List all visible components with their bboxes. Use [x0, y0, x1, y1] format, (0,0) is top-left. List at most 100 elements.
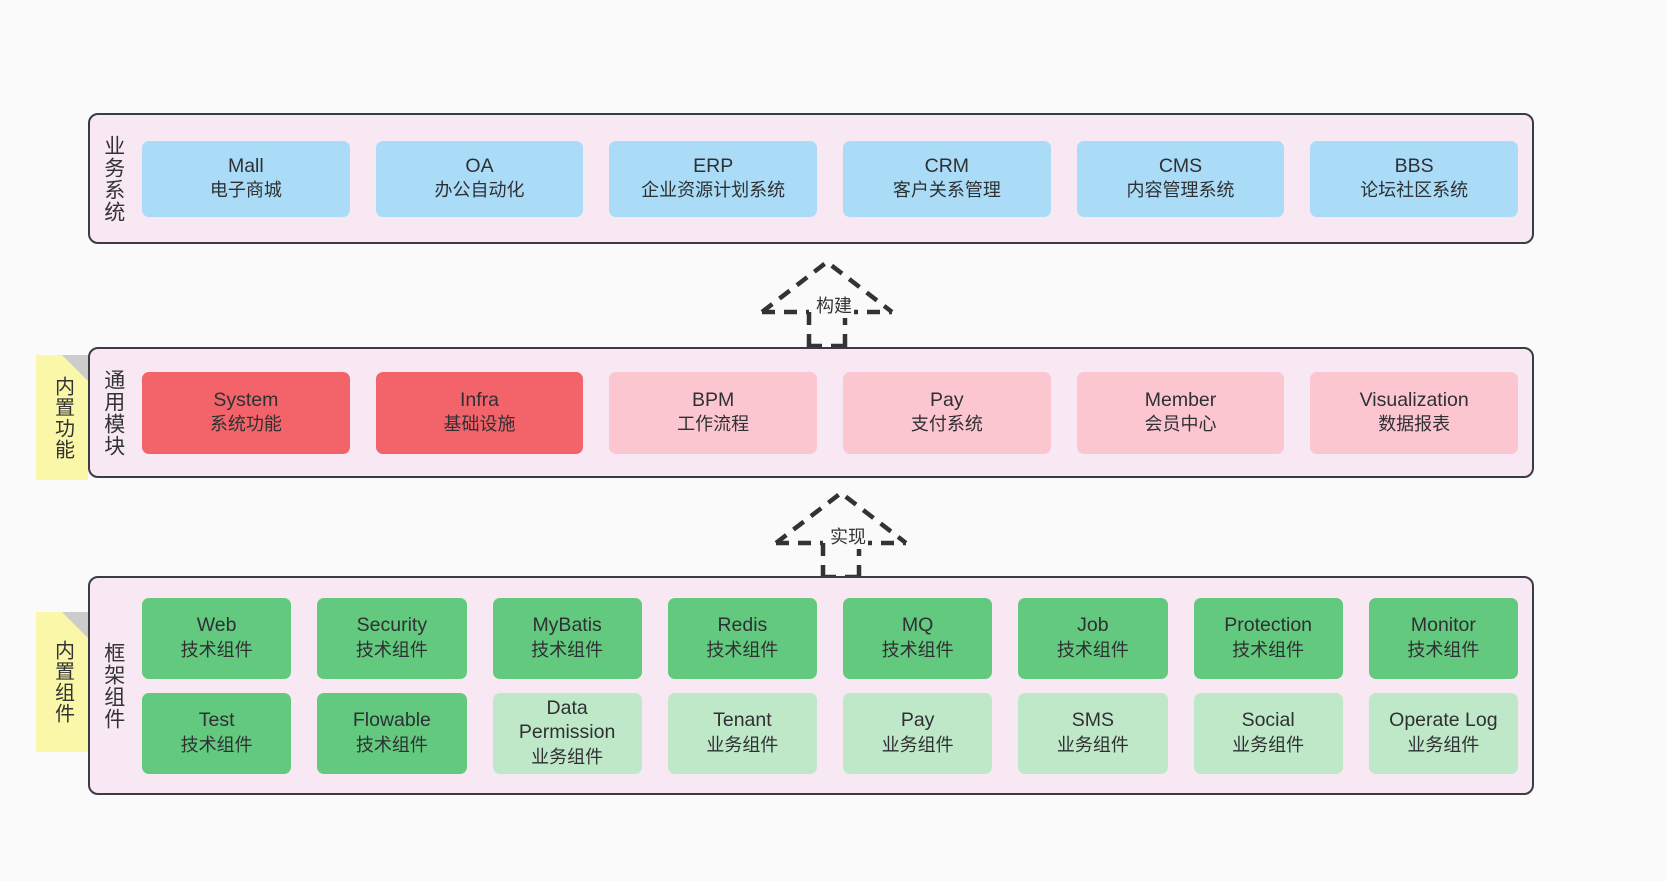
cell-row: Web 技术组件 Security 技术组件 MyBatis 技术组件 Redi…	[142, 597, 1518, 679]
component-redis[interactable]: Redis 技术组件	[667, 597, 817, 679]
relation-label-implement: 实现	[828, 523, 868, 549]
layer-common-modules: 通用模块 System 系统功能 Infra 基础设施 BPM 工作流程 Pay…	[88, 347, 1534, 478]
module-title: Mall	[227, 154, 264, 177]
module-mall[interactable]: Mall 电子商城	[142, 140, 350, 217]
component-title: MQ	[901, 614, 934, 637]
module-oa[interactable]: OA 办公自动化	[375, 140, 584, 217]
component-web[interactable]: Web 技术组件	[142, 597, 292, 679]
note-text: 内置组件	[51, 640, 74, 724]
component-title: Data Permission	[518, 697, 616, 744]
component-title: Protection	[1224, 614, 1313, 637]
component-test[interactable]: Test 技术组件	[142, 692, 292, 774]
module-subtitle: 企业资源计划系统	[641, 180, 786, 201]
component-protection[interactable]: Protection 技术组件	[1193, 597, 1343, 679]
component-subtitle: 技术组件	[881, 639, 954, 660]
note-text: 内置功能	[51, 375, 74, 460]
component-operate-log[interactable]: Operate Log 业务组件	[1368, 692, 1518, 774]
module-title: CRM	[924, 154, 970, 177]
module-cms[interactable]: CMS 内容管理系统	[1076, 140, 1285, 217]
component-pay[interactable]: Pay 业务组件	[843, 692, 993, 774]
module-title: BBS	[1394, 154, 1434, 177]
relation-build-arrow: 构建	[752, 256, 902, 348]
module-subtitle: 内容管理系统	[1126, 180, 1235, 201]
layer-title-common: 通用模块	[101, 368, 125, 457]
relation-implement-arrow: 实现	[766, 487, 916, 579]
component-subtitle: 技术组件	[355, 734, 428, 755]
module-subtitle: 系统功能	[209, 414, 282, 435]
module-title: Infra	[459, 388, 500, 411]
component-flowable[interactable]: Flowable 技术组件	[317, 692, 467, 774]
module-subtitle: 工作流程	[677, 414, 750, 435]
note-fold-corner-icon	[62, 355, 88, 381]
module-crm[interactable]: CRM 客户关系管理	[843, 140, 1051, 217]
layer-body-common: System 系统功能 Infra 基础设施 BPM 工作流程 Pay 支付系统…	[136, 349, 1532, 476]
module-subtitle: 论坛社区系统	[1360, 180, 1469, 201]
module-erp[interactable]: ERP 企业资源计划系统	[609, 140, 818, 217]
component-security[interactable]: Security 技术组件	[317, 597, 467, 679]
component-title: Redis	[717, 614, 768, 637]
note-builtin-functions: 内置功能	[36, 355, 88, 480]
layer-title-framework: 框架组件	[101, 641, 125, 730]
module-title: OA	[465, 154, 494, 177]
module-visualization[interactable]: Visualization 数据报表	[1310, 371, 1519, 454]
module-bbs[interactable]: BBS 论坛社区系统	[1310, 140, 1519, 217]
component-tenant[interactable]: Tenant 业务组件	[667, 692, 817, 774]
cell-row: Test 技术组件 Flowable 技术组件 Data Permission …	[142, 692, 1518, 774]
module-subtitle: 电子商城	[209, 180, 282, 201]
component-subtitle: 技术组件	[1232, 639, 1305, 660]
module-title: ERP	[693, 154, 734, 177]
component-social[interactable]: Social 业务组件	[1193, 692, 1343, 774]
component-mq[interactable]: MQ 技术组件	[843, 597, 993, 679]
layer-title-business: 业务系统	[101, 134, 125, 223]
component-title: Flowable	[352, 709, 431, 732]
module-subtitle: 基础设施	[443, 414, 516, 435]
component-title: Monitor	[1410, 614, 1476, 637]
module-member[interactable]: Member 会员中心	[1076, 371, 1285, 454]
note-fold-corner-icon	[62, 612, 88, 638]
component-data-permission[interactable]: Data Permission 业务组件	[492, 692, 642, 774]
component-subtitle: 技术组件	[1056, 639, 1129, 660]
layer-framework-components: 框架组件 Web 技术组件 Security 技术组件 MyBatis 技术组件…	[88, 576, 1534, 795]
relation-label-build: 构建	[814, 292, 854, 318]
component-title: Pay	[900, 709, 935, 732]
cell-row: Mall 电子商城 OA 办公自动化 ERP 企业资源计划系统 CRM 客户关系…	[142, 140, 1519, 217]
component-title: SMS	[1071, 709, 1114, 732]
module-subtitle: 数据报表	[1378, 414, 1451, 435]
component-subtitle: 技术组件	[355, 639, 428, 660]
component-title: Operate Log	[1389, 709, 1498, 732]
component-subtitle: 业务组件	[1056, 734, 1129, 755]
module-title: BPM	[692, 388, 735, 411]
layer-body-business: Mall 电子商城 OA 办公自动化 ERP 企业资源计划系统 CRM 客户关系…	[136, 115, 1532, 242]
cell-row: System 系统功能 Infra 基础设施 BPM 工作流程 Pay 支付系统…	[142, 371, 1519, 454]
module-title: Visualization	[1359, 388, 1469, 411]
module-bpm[interactable]: BPM 工作流程	[609, 371, 818, 454]
component-subtitle: 业务组件	[531, 746, 604, 767]
component-subtitle: 业务组件	[1232, 734, 1305, 755]
component-subtitle: 技术组件	[531, 639, 604, 660]
note-builtin-components: 内置组件	[36, 612, 88, 752]
component-subtitle: 业务组件	[706, 734, 779, 755]
module-title: Pay	[930, 388, 964, 411]
component-title: Social	[1241, 709, 1295, 732]
component-sms[interactable]: SMS 业务组件	[1018, 692, 1168, 774]
layer-body-framework: Web 技术组件 Security 技术组件 MyBatis 技术组件 Redi…	[136, 578, 1532, 793]
module-subtitle: 会员中心	[1144, 414, 1217, 435]
layer-business-systems: 业务系统 Mall 电子商城 OA 办公自动化 ERP 企业资源计划系统 CRM…	[88, 113, 1534, 244]
module-title: Member	[1144, 388, 1217, 411]
component-title: Test	[198, 709, 235, 732]
module-title: CMS	[1158, 154, 1203, 177]
module-subtitle: 支付系统	[910, 414, 983, 435]
component-subtitle: 业务组件	[1407, 734, 1480, 755]
component-subtitle: 技术组件	[1407, 639, 1480, 660]
component-monitor[interactable]: Monitor 技术组件	[1368, 597, 1518, 679]
component-title: Job	[1077, 614, 1109, 637]
component-job[interactable]: Job 技术组件	[1018, 597, 1168, 679]
module-title: System	[213, 388, 279, 411]
module-system[interactable]: System 系统功能	[142, 371, 350, 454]
module-pay[interactable]: Pay 支付系统	[843, 371, 1051, 454]
component-mybatis[interactable]: MyBatis 技术组件	[492, 597, 642, 679]
component-title: Web	[196, 614, 237, 637]
component-title: MyBatis	[532, 614, 602, 637]
component-subtitle: 技术组件	[180, 734, 253, 755]
module-infra[interactable]: Infra 基础设施	[375, 371, 584, 454]
